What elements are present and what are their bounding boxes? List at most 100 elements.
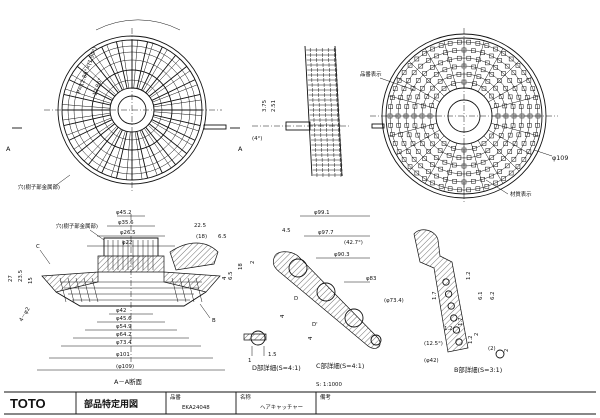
grid-cell xyxy=(415,94,421,100)
grid-cell xyxy=(447,57,453,63)
rib-edge xyxy=(152,84,198,103)
grid-cell xyxy=(412,103,418,109)
grid-cell xyxy=(412,123,418,129)
detail-d-dim-1: 1 xyxy=(248,358,251,364)
grid-cell xyxy=(443,177,448,182)
grid-cell xyxy=(493,180,498,186)
detail-c-section xyxy=(272,251,381,349)
dim-d734: (φ73.4) xyxy=(384,298,404,304)
grid-cell xyxy=(507,149,513,154)
grid-cell xyxy=(507,132,513,138)
grid-cell xyxy=(480,177,485,182)
grid-cell xyxy=(475,41,481,46)
grid-cell xyxy=(451,64,457,70)
grid-cell xyxy=(414,170,420,176)
grid-cell xyxy=(434,53,439,59)
grid-cell xyxy=(434,93,439,99)
grid-spoke xyxy=(388,95,438,109)
pitch-arc xyxy=(95,19,181,31)
handle-section xyxy=(169,242,219,271)
part-name: ヘアキャッチャー xyxy=(260,404,303,411)
grid-cell xyxy=(471,179,476,184)
grid-cell xyxy=(442,159,448,165)
grid-cell xyxy=(446,74,452,79)
brand-logo: TOTO xyxy=(10,396,46,411)
dim-w181: (18) xyxy=(196,234,207,240)
bottom-label-mark: 品番表示 xyxy=(360,70,382,78)
bottom-leader-dia xyxy=(533,149,553,157)
grid-cell xyxy=(471,48,476,53)
dim-h65b: 6.5 xyxy=(228,271,234,280)
dim-b: B xyxy=(212,318,216,324)
grid-cell xyxy=(414,56,420,62)
grid-cell xyxy=(406,149,411,154)
grid-cell xyxy=(433,155,439,160)
grid-cell xyxy=(390,132,395,137)
grid-cell xyxy=(430,141,435,147)
dim-h4: 4 xyxy=(222,276,228,280)
section-title: A－A断面 xyxy=(114,377,143,386)
dim-d62: 6.2 xyxy=(490,291,496,300)
handle-tab xyxy=(203,124,227,130)
grid-cell xyxy=(434,173,439,179)
mold-label: 穴(樹子部金属部) xyxy=(18,183,60,191)
grid-cell xyxy=(406,78,411,83)
bottom-leader-material xyxy=(485,179,509,195)
grid-cell xyxy=(475,186,481,191)
grid-cell xyxy=(480,159,486,165)
grid-cell xyxy=(415,132,421,138)
dim-d17b: 1.7 xyxy=(458,317,464,326)
grid-cell xyxy=(398,95,403,100)
dim-d17: 1.7 xyxy=(432,291,438,300)
grid-cell xyxy=(476,153,482,158)
dim-d456: φ45.6 xyxy=(116,316,132,322)
grid-cell xyxy=(497,58,502,63)
grid-cell xyxy=(418,63,424,69)
grid-cell xyxy=(504,163,510,169)
side-ribs xyxy=(306,48,343,177)
grid-spoke xyxy=(483,135,520,172)
detail-b-hole xyxy=(447,302,455,310)
grid-cell xyxy=(489,72,495,77)
grid-cell xyxy=(517,149,522,154)
dim-d12: 1.2 xyxy=(466,271,472,280)
dim-h18: 18 xyxy=(238,263,244,270)
dim-d109: (φ109) xyxy=(116,364,134,370)
grid-cell xyxy=(434,133,439,139)
grid-cell xyxy=(407,164,413,169)
bottom-leader-mark xyxy=(379,77,415,91)
grid-cell xyxy=(388,123,393,128)
dim-ang: (42.7°) xyxy=(344,240,363,246)
side-outline-right xyxy=(334,45,343,177)
grid-cell xyxy=(396,104,401,109)
rib-edge xyxy=(153,111,202,116)
grid-cell xyxy=(420,103,426,109)
remarks-label: 備考 xyxy=(320,393,331,401)
dim-h45: 4.5 xyxy=(282,228,291,234)
grid-cell xyxy=(497,78,502,83)
grid-cell xyxy=(452,179,457,184)
grid-spoke xyxy=(396,76,440,103)
detail-b-hole xyxy=(442,278,450,286)
part-label: 品番 xyxy=(170,394,181,401)
dim-d903: φ90.3 xyxy=(334,252,350,258)
dim-d2b: (2) xyxy=(488,346,496,352)
grid-cell xyxy=(527,123,532,128)
grid-cell xyxy=(504,63,510,69)
grid-cell xyxy=(475,57,481,63)
grid-cell xyxy=(422,176,427,181)
grid-cell xyxy=(438,166,443,172)
grid-cell xyxy=(404,104,410,109)
grid-cell xyxy=(406,94,412,100)
grid-cell xyxy=(502,123,508,129)
dim-d2c: 2 xyxy=(504,349,510,352)
grid-cell xyxy=(438,60,443,66)
grid-cell xyxy=(437,148,443,153)
dim-d642: φ64.2 xyxy=(116,332,132,338)
detail-b-hole xyxy=(452,326,461,334)
grid-cell xyxy=(525,132,530,137)
hub-bars xyxy=(107,240,154,270)
dim-d265: φ26.5 xyxy=(120,230,136,236)
dim-d42: φ42 xyxy=(116,308,126,314)
